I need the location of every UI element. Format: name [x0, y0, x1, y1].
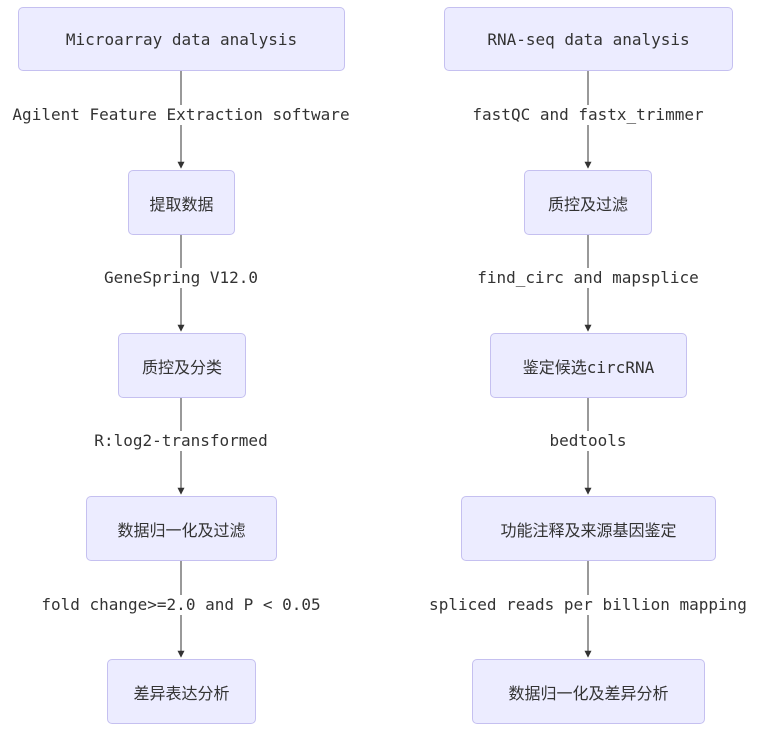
node-left-step-1: 提取数据 [128, 170, 235, 235]
right-edge-label-4: spliced reads per billion mapping [427, 595, 749, 615]
node-left-step-3: 数据归一化及过滤 [86, 496, 277, 561]
left-edge-label-1: Agilent Feature Extraction software [10, 105, 352, 125]
node-microarray-title: Microarray data analysis [18, 7, 345, 71]
right-edge-label-2: find_circ and mapsplice [475, 268, 701, 288]
left-edge-label-3: R:log2-transformed [92, 431, 270, 451]
left-edge-label-2: GeneSpring V12.0 [101, 268, 261, 288]
node-left-step-4: 差异表达分析 [107, 659, 256, 724]
node-rnaseq-title: RNA-seq data analysis [444, 7, 733, 71]
right-edge-label-3: bedtools [547, 431, 629, 451]
node-left-step-2: 质控及分类 [118, 333, 246, 398]
node-right-step-3: 功能注释及来源基因鉴定 [461, 496, 716, 561]
left-edge-label-4: fold change>=2.0 and P < 0.05 [39, 595, 323, 615]
node-right-step-1: 质控及过滤 [524, 170, 652, 235]
node-right-step-4: 数据归一化及差异分析 [472, 659, 705, 724]
node-right-step-2: 鉴定候选circRNA [490, 333, 687, 398]
right-edge-label-1: fastQC and fastx_trimmer [470, 105, 706, 125]
